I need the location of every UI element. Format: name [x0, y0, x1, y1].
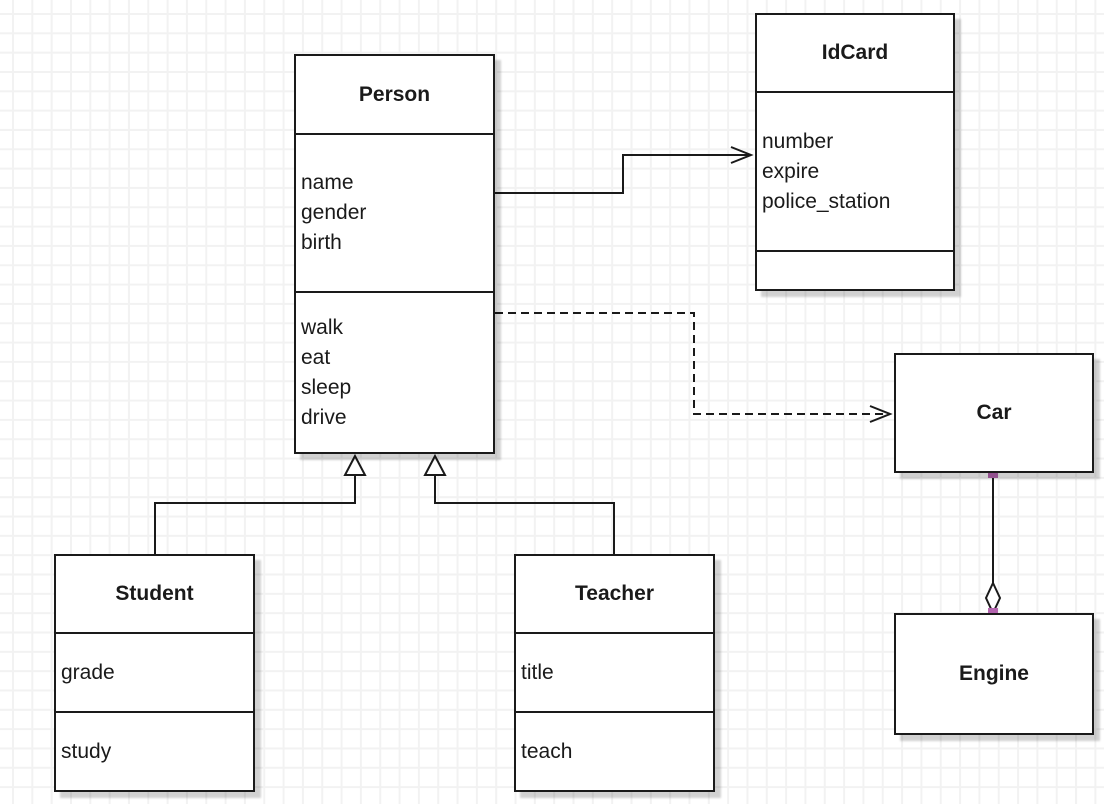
- class-name: IdCard: [757, 15, 953, 93]
- class-name: Student: [56, 556, 253, 634]
- class-name: Engine: [958, 662, 1029, 685]
- dependency-line[interactable]: [495, 312, 888, 415]
- class-name: Person: [296, 56, 493, 135]
- attribute: expire: [762, 159, 820, 183]
- generalization-line[interactable]: [154, 475, 356, 554]
- method: teach: [521, 739, 573, 763]
- methods-section: study: [56, 713, 253, 790]
- open-arrowhead: [730, 146, 754, 164]
- methods-section: teach: [516, 713, 713, 790]
- attributes-section: number expire police_station: [757, 93, 953, 252]
- association-person-idcard[interactable]: [495, 146, 754, 194]
- attributes-section: title: [516, 634, 713, 713]
- hollow-triangle-arrowhead: [343, 453, 367, 476]
- attribute: title: [521, 660, 554, 684]
- attribute: name: [301, 171, 354, 194]
- attributes-section: name gender birth: [296, 135, 493, 293]
- aggregation-car-engine[interactable]: [984, 468, 1002, 618]
- attribute: birth: [301, 231, 342, 254]
- dependency-person-car[interactable]: [495, 312, 893, 423]
- method: walk: [301, 315, 344, 339]
- method: eat: [301, 345, 331, 369]
- generalization-teacher-person[interactable]: [423, 453, 615, 554]
- class-name: Car: [976, 401, 1012, 424]
- class-car[interactable]: Car: [894, 353, 1094, 473]
- methods-section-empty: [757, 252, 953, 289]
- hollow-triangle-arrowhead: [423, 453, 447, 476]
- class-teacher[interactable]: Teacher title teach: [514, 554, 715, 792]
- attribute: police_station: [762, 189, 891, 213]
- class-student[interactable]: Student grade study: [54, 554, 255, 792]
- class-name: Teacher: [516, 556, 713, 634]
- association-line[interactable]: [495, 154, 750, 194]
- class-engine[interactable]: Engine: [894, 613, 1094, 735]
- attribute: number: [762, 129, 834, 153]
- open-arrowhead: [869, 405, 893, 423]
- method: sleep: [301, 375, 352, 399]
- attributes-section: grade: [56, 634, 253, 713]
- class-idcard[interactable]: IdCard number expire police_station: [755, 13, 955, 291]
- attribute: grade: [61, 660, 115, 684]
- generalization-student-person[interactable]: [154, 453, 367, 554]
- attribute: gender: [301, 201, 367, 224]
- generalization-line[interactable]: [434, 475, 615, 554]
- method: study: [61, 739, 112, 763]
- method: drive: [301, 405, 347, 429]
- hollow-diamond: [984, 580, 1002, 616]
- methods-section: walk eat sleep drive: [296, 293, 493, 452]
- class-person[interactable]: Person name gender birth walk eat sleep …: [294, 54, 495, 454]
